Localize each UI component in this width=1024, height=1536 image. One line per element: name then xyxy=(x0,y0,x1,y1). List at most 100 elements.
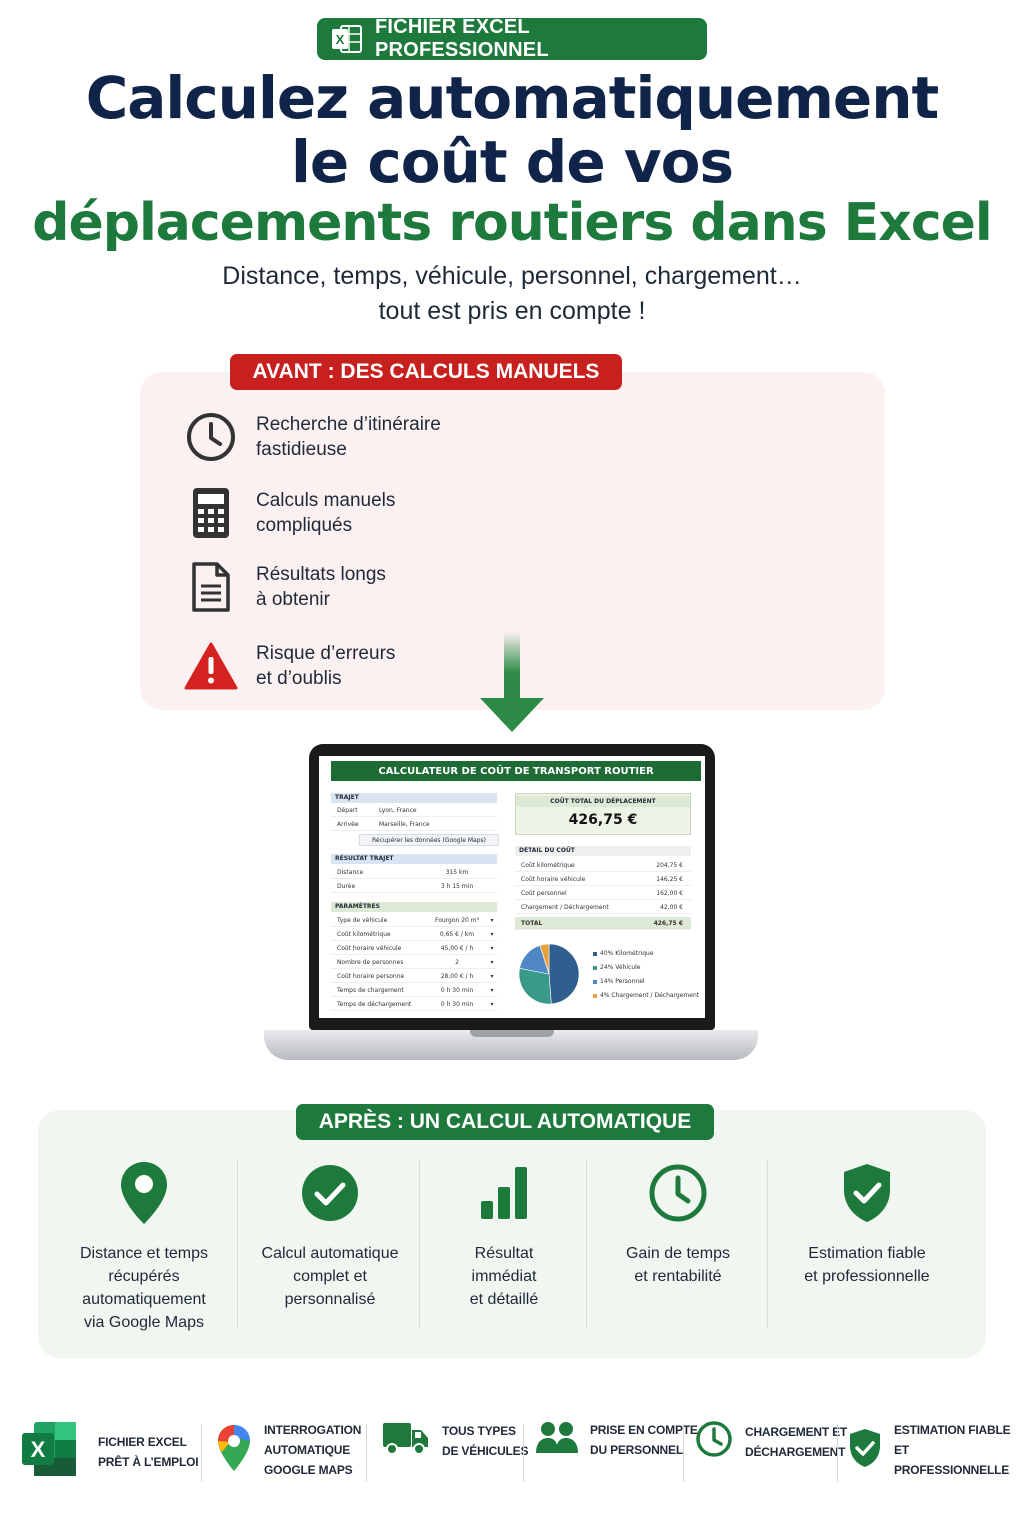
footer-line: GOOGLE MAPS xyxy=(264,1463,353,1477)
apres-item-line: et professionnelle xyxy=(804,1268,930,1285)
detail-label: Chargement / Déchargement xyxy=(521,904,609,911)
subtitle-line-2: tout est pris en compte ! xyxy=(378,297,646,325)
footer-line: ESTIMATION FIABLE xyxy=(894,1423,1011,1437)
detail-value: 42,00 € xyxy=(660,904,683,911)
param-value[interactable]: Fourgon 20 m³ xyxy=(434,917,480,924)
param-label: Type de véhicule xyxy=(337,917,388,924)
svg-text:X: X xyxy=(336,32,345,47)
footer-divider xyxy=(837,1424,838,1482)
page-title-line-1: Calculez automatiquement xyxy=(85,64,940,132)
detail-value: 204,75 € xyxy=(656,862,683,869)
detail-header: DÉTAIL DU COÛT xyxy=(515,846,691,856)
dropdown-icon[interactable]: ▾ xyxy=(490,1001,494,1008)
footer-line: DE VÉHICULES xyxy=(442,1443,529,1458)
shield-check-icon xyxy=(774,1158,960,1228)
excel-icon: X xyxy=(20,1420,78,1483)
footer-item-excel: X FICHIER EXCEL PRÊT À L’EMPLOI xyxy=(20,1420,199,1483)
laptop-notch xyxy=(470,1030,554,1037)
param-row: Coût horaire personne 28,00 € / h ▾ xyxy=(331,970,497,983)
dropdown-icon[interactable]: ▾ xyxy=(490,987,494,994)
detail-label: Coût personnel xyxy=(521,890,567,897)
resultat-header: RÉSULTAT TRAJET xyxy=(331,854,497,864)
avant-item-line2: compliqués xyxy=(256,515,353,536)
param-label: Temps de déchargement xyxy=(337,1001,412,1008)
dropdown-icon[interactable]: ▾ xyxy=(490,959,494,966)
param-value[interactable]: 28,00 € / h xyxy=(440,973,474,980)
footer-item-personnel: PRISE EN COMPTE DU PERSONNEL xyxy=(536,1420,698,1460)
pie-legend-entry: 14% Personnel xyxy=(593,978,645,985)
avant-item-erreurs: Risque d’erreurs et d’oublis xyxy=(184,639,395,693)
footer-line: TOUS TYPES xyxy=(442,1423,516,1438)
dropdown-icon[interactable]: ▾ xyxy=(490,973,494,980)
fetch-google-maps-button[interactable]: Récupérer les données (Google Maps) xyxy=(359,834,499,846)
page-title-line-2: le coût de vos xyxy=(290,128,734,196)
spreadsheet-title: CALCULATEUR DE COÛT DE TRANSPORT ROUTIER xyxy=(331,761,701,781)
svg-text:X: X xyxy=(31,1437,46,1462)
clock-icon xyxy=(695,1420,733,1463)
cost-pie-chart xyxy=(518,943,580,1005)
depart-value[interactable]: Lyon, France xyxy=(379,807,417,814)
detail-row: Chargement / Déchargement 42,00 € xyxy=(515,901,691,914)
footer-item-google-maps: INTERROGATION AUTOMATIQUE GOOGLE MAPS xyxy=(216,1420,361,1480)
apres-divider xyxy=(586,1160,587,1328)
param-label: Coût horaire personne xyxy=(337,973,405,980)
depart-label: Départ xyxy=(337,807,358,814)
pie-legend-entry: 40% Kilométrique xyxy=(593,950,654,957)
legend-label: 40% Kilométrique xyxy=(600,950,654,957)
clock-icon xyxy=(184,410,238,464)
avant-item-line2: à obtenir xyxy=(256,589,330,610)
footer-line: CHARGEMENT ET xyxy=(745,1424,848,1439)
apres-item-line: Calcul automatique xyxy=(261,1245,399,1262)
dropdown-icon[interactable]: ▾ xyxy=(490,931,494,938)
warning-icon xyxy=(184,639,238,693)
arrivee-value[interactable]: Marseille, France xyxy=(379,821,430,828)
top-badge: X FICHIER EXCEL PROFESSIONNEL xyxy=(317,16,707,61)
footer-divider xyxy=(683,1424,684,1482)
duree-label: Durée xyxy=(337,883,356,890)
apres-item-line: personnalisé xyxy=(284,1291,376,1308)
param-value[interactable]: 2 xyxy=(455,959,459,966)
distance-label: Distance xyxy=(337,869,364,876)
avant-item-line1: Résultats longs xyxy=(256,564,386,585)
apres-divider xyxy=(237,1160,238,1328)
apres-item-line: Distance et temps xyxy=(79,1245,209,1262)
calculator-icon xyxy=(184,486,238,540)
duree-value: 3 h 15 min xyxy=(440,883,474,890)
legend-swatch xyxy=(593,993,597,998)
total-value: 426,75 € xyxy=(653,920,683,927)
param-value[interactable]: 0 h 30 min xyxy=(440,987,474,994)
footer-item-vehicules: TOUS TYPES DE VÉHICULES xyxy=(382,1420,528,1461)
avant-item-calculs: Calculs manuels compliqués xyxy=(184,486,395,540)
distance-value: 315 km xyxy=(445,869,469,876)
arrivee-label: Arrivée xyxy=(337,821,359,828)
apres-item-line: immédiat xyxy=(471,1268,537,1285)
param-value[interactable]: 0 h 30 min xyxy=(440,1001,474,1008)
shield-check-icon xyxy=(848,1428,882,1473)
avant-item-line2: et d’oublis xyxy=(256,668,342,689)
footer-line: INTERROGATION xyxy=(264,1423,362,1437)
params-header: PARAMÈTRES xyxy=(331,902,497,912)
depart-row: Départ Lyon, France xyxy=(331,804,497,817)
param-value[interactable]: 0,65 € / km xyxy=(439,931,475,938)
dropdown-icon[interactable]: ▾ xyxy=(490,917,494,924)
footer-line: FICHIER EXCEL xyxy=(98,1434,187,1449)
dropdown-icon[interactable]: ▾ xyxy=(490,945,494,952)
param-row: Coût kilométrique 0,65 € / km ▾ xyxy=(331,928,497,941)
total-row: TOTAL 426,75 € xyxy=(515,917,691,930)
duree-row: Durée 3 h 15 min xyxy=(331,880,497,893)
detail-value: 146,25 € xyxy=(656,876,683,883)
apres-item-line: via Google Maps xyxy=(83,1314,205,1331)
apres-item-estimation: Estimation fiable et professionnelle xyxy=(774,1158,960,1288)
avant-item-line2: fastidieuse xyxy=(256,439,347,460)
avant-item-line1: Calculs manuels xyxy=(256,490,396,511)
apres-item-line: récupérés xyxy=(108,1268,180,1285)
total-cost-label: COÛT TOTAL DU DÉPLACEMENT xyxy=(516,796,690,807)
trajet-header: TRAJET xyxy=(331,793,497,803)
apres-divider xyxy=(767,1160,768,1328)
param-label: Coût kilométrique xyxy=(337,931,391,938)
param-value[interactable]: 45,00 € / h xyxy=(440,945,474,952)
map-pin-icon xyxy=(54,1158,234,1228)
